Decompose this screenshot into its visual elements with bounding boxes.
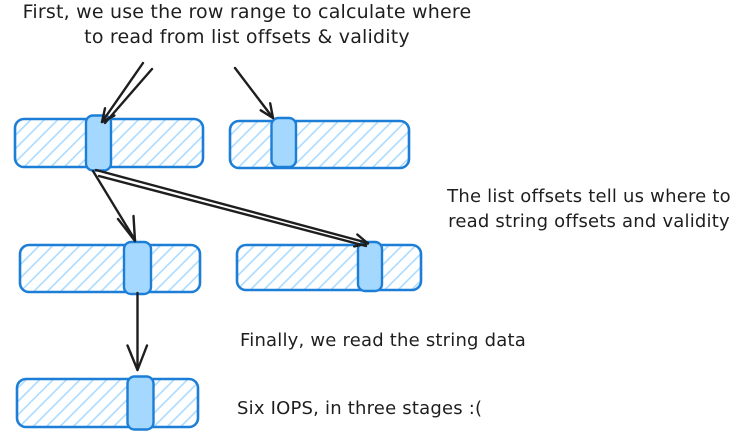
buffer-string-offsets [18, 240, 202, 296]
arrow-string-offsets-to-string-data [126, 291, 149, 372]
annotation-summary: Six IOPS, in three stages :( [237, 396, 482, 421]
read-segment-list-offsets [84, 114, 113, 172]
arrow-list-offsets-to-string-validity [94, 168, 370, 248]
annotation-stage1: First, we use the row range to calculate… [0, 0, 494, 50]
read-segment-string-data [126, 375, 155, 431]
arrow-row-range-to-list-offsets [100, 61, 154, 125]
read-segment-string-offsets [122, 240, 153, 296]
buffer-string-validity [235, 240, 423, 293]
annotation-stage1-line1: First, we use the row range to calculate… [22, 1, 472, 23]
annotation-stage2-line2: read string offsets and validity [448, 211, 730, 232]
annotation-stage3-line1: Finally, we read the string data [240, 330, 526, 351]
buffer-string-data [15, 375, 200, 431]
annotation-stage3: Finally, we read the string data [240, 328, 526, 353]
arrow-list-offsets-to-string-offsets [91, 169, 137, 243]
buffer-list-offsets [13, 114, 205, 172]
arrow-row-range-to-list-validity [233, 66, 275, 120]
read-segment-list-validity [270, 116, 298, 169]
annotation-stage1-line2: to read from list offsets & validity [84, 26, 410, 48]
read-segment-string-validity [356, 240, 384, 293]
annotation-stage2: The list offsets tell us where to read s… [426, 184, 752, 234]
annotation-stage2-line1: The list offsets tell us where to [447, 186, 731, 207]
annotation-summary-line1: Six IOPS, in three stages :( [237, 398, 483, 419]
buffer-list-validity [228, 116, 411, 170]
